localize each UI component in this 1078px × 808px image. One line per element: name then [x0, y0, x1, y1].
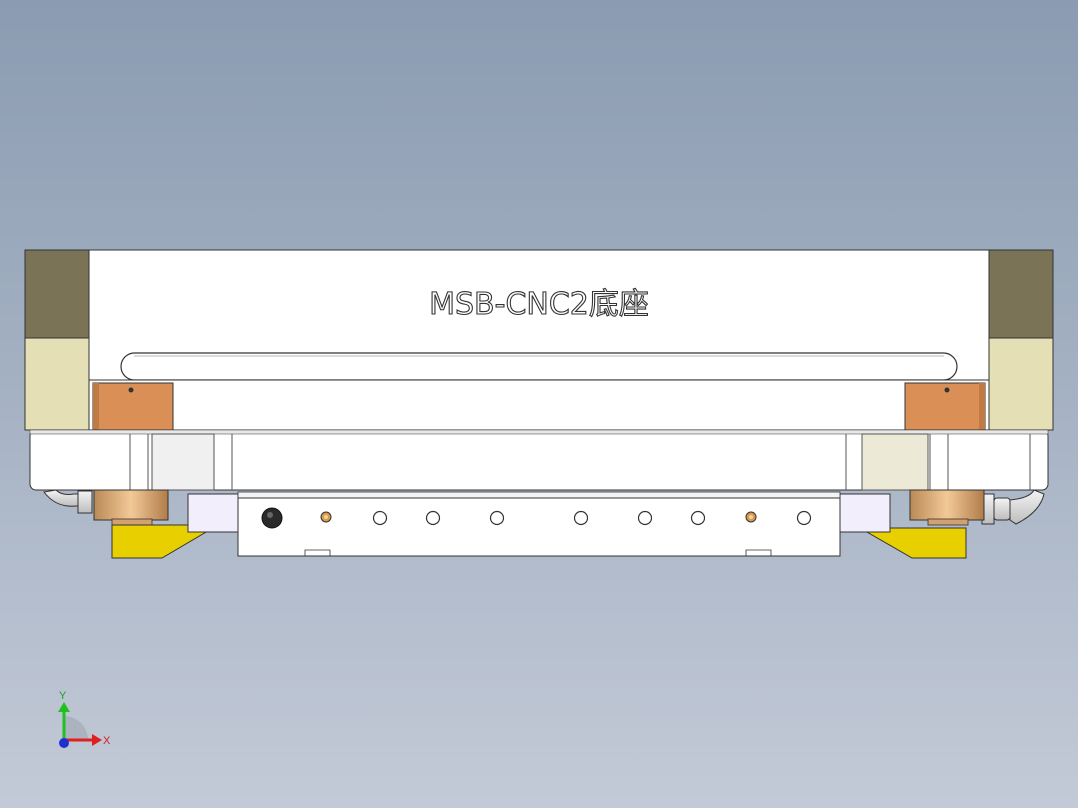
base-plate	[29, 429, 1049, 491]
z-axis-dot-icon	[59, 738, 69, 748]
long-slot	[120, 352, 958, 381]
engraved-label: MSB-CNC2底座	[429, 287, 649, 322]
left-air-fitting	[43, 489, 93, 514]
right-copper-block	[904, 382, 986, 431]
black-connector-plug	[261, 507, 283, 529]
x-axis-label: X	[103, 735, 111, 747]
left-end-block	[24, 249, 90, 431]
right-air-fitting	[981, 489, 1045, 525]
mounting-hole-3	[489, 510, 505, 526]
triad-rotation-arc	[64, 716, 88, 740]
mounting-hole-6	[690, 510, 706, 526]
left-bar-bracket	[187, 493, 239, 533]
left-brass-roller	[93, 489, 169, 526]
middle-body	[88, 379, 990, 431]
right-end-block	[988, 249, 1054, 431]
y-axis-label: Y	[59, 690, 67, 702]
right-bar-bracket	[839, 493, 891, 533]
y-axis-arrow-icon	[58, 702, 70, 712]
right-brass-roller	[909, 489, 985, 526]
axis-triad: Y X	[58, 690, 111, 748]
left-copper-block	[92, 382, 174, 431]
mounting-hole-5	[637, 510, 653, 526]
mounting-hole-1	[372, 510, 388, 526]
lower-bar	[237, 491, 841, 557]
right-yellow-wedge	[858, 527, 967, 559]
mounting-hole-2	[425, 510, 441, 526]
mounting-hole-4	[573, 510, 589, 526]
x-axis-arrow-icon	[92, 734, 102, 746]
mounting-hole-7	[796, 510, 812, 526]
left-yellow-wedge	[111, 524, 220, 559]
